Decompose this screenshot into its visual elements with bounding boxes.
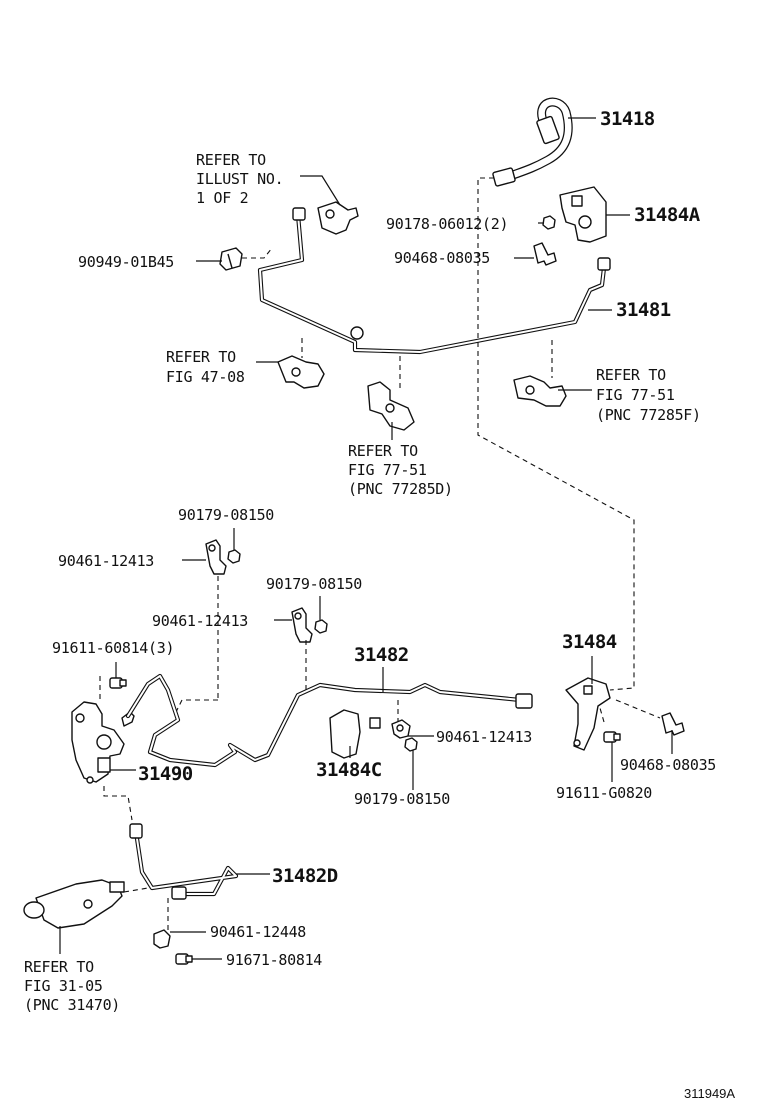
label-90179-08150-a: 90179-08150 — [178, 506, 274, 524]
label-90468-08035-bottom: 90468-08035 — [620, 756, 716, 774]
label-31484A: 31484A — [634, 204, 701, 226]
bolt-91611-G0820-icon — [599, 707, 621, 782]
clamp-90461-b-icon — [274, 607, 313, 643]
label-91671-80814: 91671-80814 — [226, 951, 322, 969]
label-refer-illust-line2: ILLUST NO. — [196, 170, 283, 188]
label-refer-77285D-line3: (PNC 77285D) — [348, 480, 453, 498]
label-31490: 31490 — [138, 763, 193, 785]
label-90178-06012: 90178-06012(2) — [386, 215, 508, 233]
clutch-line-31482-icon — [125, 667, 533, 768]
dashed-connector-31484 — [477, 177, 635, 691]
label-31481: 31481 — [616, 299, 671, 321]
label-refer-illust-line1: REFER TO — [196, 151, 266, 169]
clamp-90949-icon — [196, 247, 273, 271]
label-refer-4708-line1: REFER TO — [166, 348, 236, 366]
label-31482D: 31482D — [272, 865, 338, 887]
label-91611-60814: 91611-60814(3) — [52, 639, 174, 657]
label-31482: 31482 — [354, 644, 409, 666]
component-77285D-icon — [367, 356, 415, 440]
label-90949-01B45: 90949-01B45 — [78, 253, 174, 271]
clamp-90461-a-icon — [182, 539, 227, 575]
label-31484C: 31484C — [316, 759, 382, 781]
release-cylinder-icon — [23, 879, 149, 954]
bracket-31484-icon — [565, 656, 611, 751]
label-refer-77285D-line2: FIG 77-51 — [348, 461, 427, 479]
clamp-90461-12448-icon — [153, 898, 206, 949]
label-refer-3105-line3: (PNC 31470) — [24, 996, 120, 1014]
nut-90179-a-icon — [227, 528, 241, 564]
label-90461-12413-b: 90461-12413 — [152, 612, 248, 630]
label-90461-12413-c: 90461-12413 — [436, 728, 532, 746]
bracket-31484C-icon — [329, 709, 381, 759]
nut-90179-c-icon — [404, 737, 418, 790]
label-90179-08150-b: 90179-08150 — [266, 575, 362, 593]
label-31484: 31484 — [562, 631, 617, 653]
label-refer-77285D-line1: REFER TO — [348, 442, 418, 460]
nut-90179-b-icon — [314, 596, 328, 634]
dashed-connector-a2 — [175, 699, 218, 713]
label-refer-77285F-line1: REFER TO — [596, 366, 666, 384]
clip-90468-bottom-icon — [615, 699, 685, 754]
nut-90178-icon — [538, 215, 556, 230]
label-91611-G0820: 91611-G0820 — [556, 784, 652, 802]
bolt-91671-icon — [175, 953, 222, 965]
figure-id: 311949A — [684, 1086, 735, 1101]
clip-90468-top-icon — [514, 242, 557, 266]
label-90461-12413-a: 90461-12413 — [58, 552, 154, 570]
label-refer-4708-line2: FIG 47-08 — [166, 368, 245, 386]
clamp-90461-c-icon — [391, 700, 434, 739]
label-90468-08035-top: 90468-08035 — [394, 249, 490, 267]
clutch-line-31482D-icon — [129, 823, 270, 900]
label-refer-illust-line3: 1 OF 2 — [196, 189, 248, 207]
brake-line-31481-icon — [257, 207, 612, 355]
label-31418: 31418 — [600, 108, 655, 130]
flexible-hose-31418-icon — [492, 97, 596, 187]
label-90179-08150-c: 90179-08150 — [354, 790, 450, 808]
component-77285F-icon — [513, 340, 592, 407]
master-cylinder-31490-icon — [71, 676, 136, 821]
label-refer-3105-line1: REFER TO — [24, 958, 94, 976]
label-refer-77285F-line3: (PNC 77285F) — [596, 406, 701, 424]
label-refer-77285F-line2: FIG 77-51 — [596, 386, 675, 404]
sensor-illust-icon — [300, 175, 359, 235]
bracket-31484A-icon — [559, 186, 630, 243]
bolt-91611-3-icon — [109, 662, 127, 689]
component-fig-47-08-icon — [256, 338, 325, 389]
label-90461-12448: 90461-12448 — [210, 923, 306, 941]
label-refer-3105-line2: FIG 31-05 — [24, 977, 103, 995]
